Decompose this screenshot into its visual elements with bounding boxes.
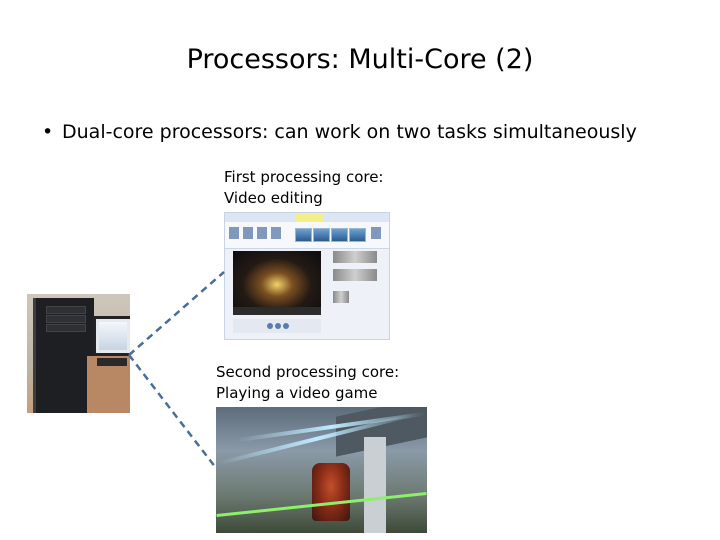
ve-ribbon — [225, 222, 389, 249]
video-game-screenshot — [216, 407, 427, 533]
ve-clip-track — [333, 251, 377, 263]
connector-to-core1 — [128, 271, 225, 356]
connector-to-core2 — [128, 354, 217, 469]
game-pillar — [364, 437, 386, 533]
ve-playback-controls — [233, 319, 321, 333]
ve-preview-frame — [233, 251, 321, 307]
pc-tower — [33, 298, 94, 413]
core1-caption: First processing core: Video editing — [224, 167, 384, 209]
core1-caption-line2: Video editing — [224, 189, 323, 207]
slide-title: Processors: Multi-Core (2) — [186, 44, 534, 75]
bullet-dot-icon: • — [42, 121, 54, 143]
ve-caption-bar — [233, 307, 321, 315]
ve-active-tab — [295, 213, 323, 222]
bullet-item: • Dual-core processors: can work on two t… — [42, 118, 637, 146]
keyboard — [97, 358, 127, 366]
core2-caption: Second processing core: Playing a video … — [216, 362, 399, 404]
game-robot — [312, 463, 350, 521]
core2-caption-line1: Second processing core: — [216, 363, 400, 381]
computer-photo — [27, 294, 130, 413]
core1-caption-line1: First processing core: — [224, 168, 384, 186]
video-editing-screenshot — [224, 212, 390, 340]
ve-clip-track — [333, 269, 377, 281]
ve-clip-track — [333, 291, 349, 303]
bullet-text: Dual-core processors: can work on two ta… — [62, 121, 637, 143]
monitor — [93, 316, 130, 356]
core2-caption-line2: Playing a video game — [216, 384, 378, 402]
